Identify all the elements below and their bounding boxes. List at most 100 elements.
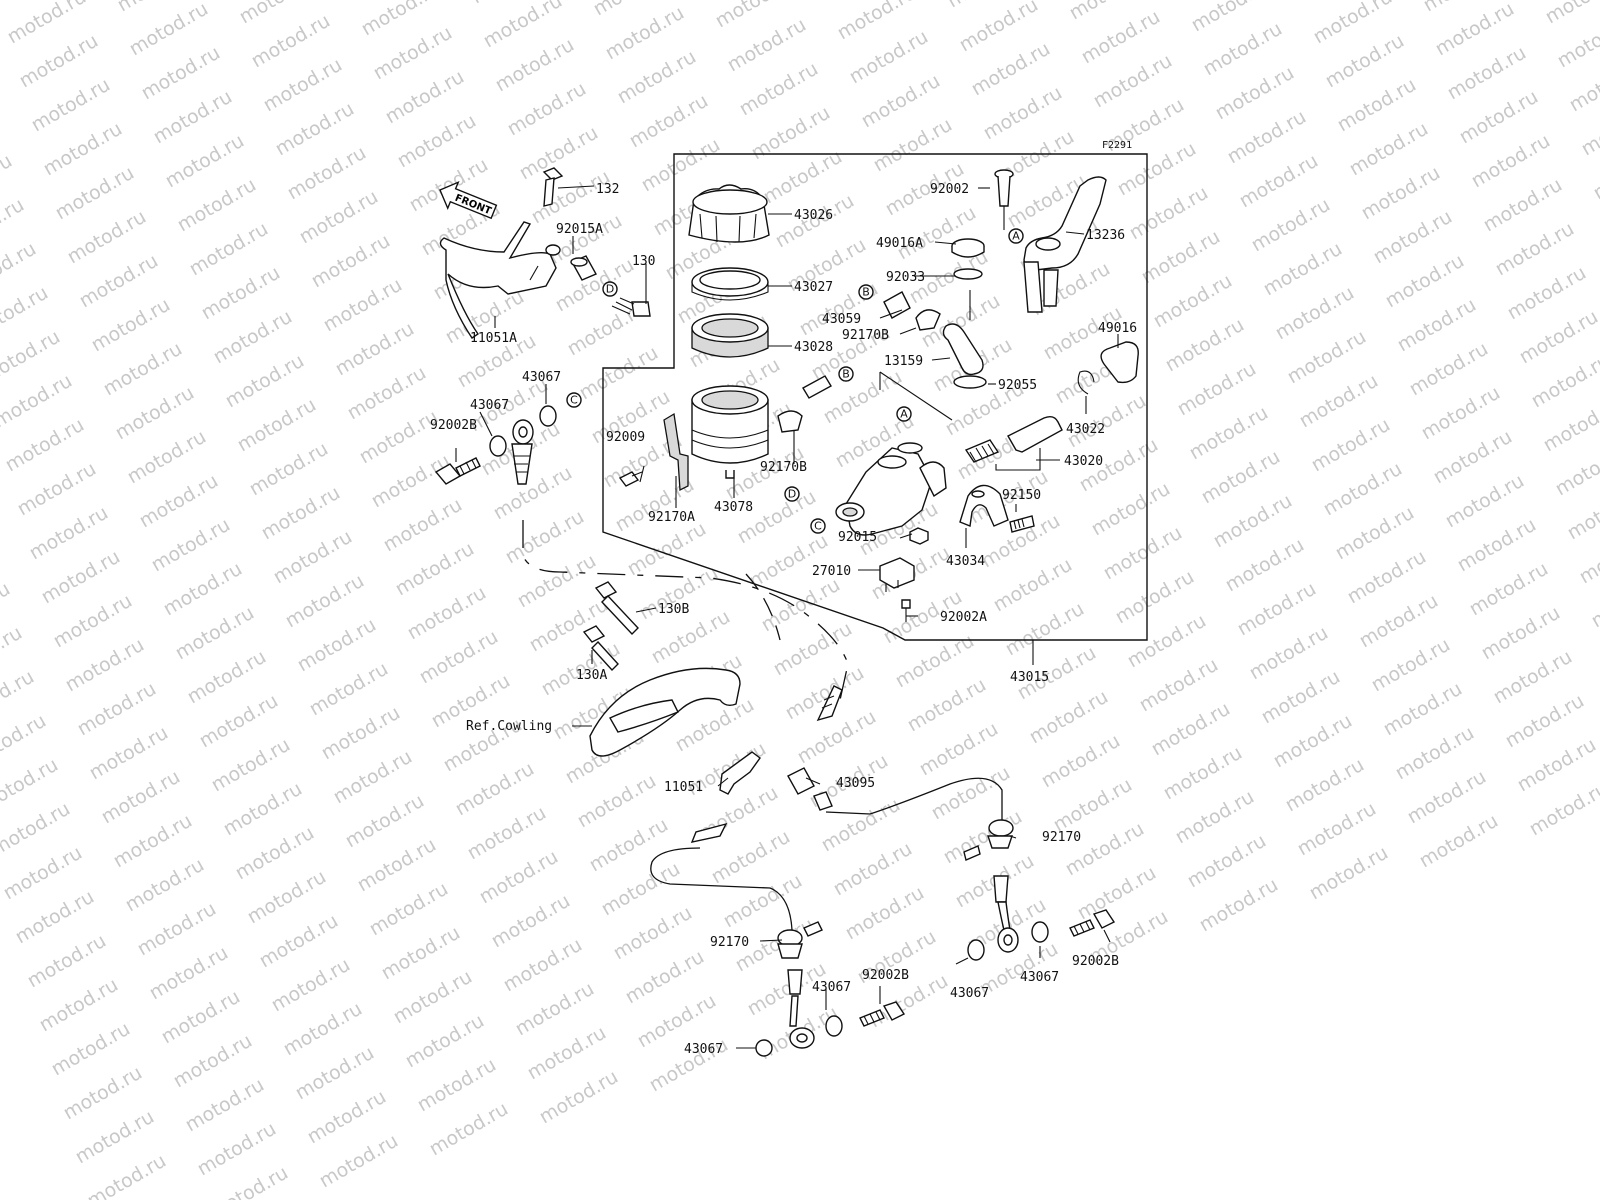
washer-43067-c [825, 1015, 843, 1037]
label-92002A: 92002A [940, 610, 987, 625]
svg-text:D: D [606, 283, 614, 296]
master-cylinder-body [835, 442, 947, 536]
banjo-bolt-bottom-right [1069, 909, 1116, 937]
label-43059: 43059 [822, 312, 861, 327]
lower-left-banjo [777, 921, 823, 1049]
lower-brake-hose-left [650, 847, 793, 931]
washer-43067-b [539, 405, 557, 427]
link-marker-b2: B [838, 366, 854, 382]
pivot-bolt [994, 169, 1014, 207]
link-marker-a2: A [896, 406, 912, 422]
label-92170-left: 92170 [710, 935, 749, 950]
brake-light-switch [879, 557, 915, 592]
hose-guide-bracket [719, 751, 761, 795]
label-92009: 92009 [606, 430, 645, 445]
label-43034: 43034 [946, 554, 985, 569]
link-marker-d2: D [784, 486, 800, 502]
link-marker-c2: C [810, 518, 826, 534]
label-92002B-left: 92002B [430, 418, 477, 433]
label-49016: 49016 [1098, 321, 1137, 336]
label-11051: 11051 [664, 780, 703, 795]
label-43095: 43095 [836, 776, 875, 791]
reservoir-stay-bracket [439, 221, 561, 339]
label-43067-e: 43067 [950, 986, 989, 1001]
nut-92015 [909, 527, 929, 545]
label-92002B-bottom-left: 92002B [862, 968, 909, 983]
assembly-frame [602, 153, 1148, 641]
switch-screw [901, 599, 911, 622]
hose-joint-link [745, 573, 781, 641]
brake-lever [1023, 176, 1107, 313]
washer-43067-f [1031, 921, 1049, 943]
label-43067-f: 43067 [1020, 970, 1059, 985]
collar-92015A [570, 255, 597, 281]
label-92170B-top: 92170B [842, 328, 889, 343]
label-132: 132 [596, 182, 619, 197]
label-43067-d: 43067 [684, 1042, 723, 1057]
dust-boot [1100, 341, 1139, 384]
brake-hose-joint [690, 685, 843, 843]
label-92170B-mid: 92170B [760, 460, 807, 475]
label-13236: 13236 [1086, 228, 1125, 243]
label-92002B-bottom-right: 92002B [1072, 954, 1119, 969]
ref-cowling-note: Ref.Cowling [466, 719, 552, 734]
label-43027: 43027 [794, 280, 833, 295]
svg-text:C: C [814, 520, 822, 533]
dust-boot-cap [951, 238, 985, 258]
label-43020: 43020 [1064, 454, 1103, 469]
label-43022: 43022 [1066, 422, 1105, 437]
elbow-fitting [942, 323, 984, 376]
link-marker-b: B [858, 284, 874, 300]
banjo-bolt-left [434, 457, 481, 485]
label-92055: 92055 [998, 378, 1037, 393]
label-92170A: 92170A [648, 510, 695, 525]
cowling-bracket [589, 667, 741, 757]
lower-right-banjo [963, 819, 1019, 953]
watermark-text: motod.ru [1542, 0, 1600, 28]
snap-ring [1077, 370, 1095, 395]
label-43067-c: 43067 [812, 980, 851, 995]
bolt-130A [582, 625, 619, 672]
svg-text:D: D [788, 488, 796, 501]
label-92015: 92015 [838, 530, 877, 545]
reservoir-tank [691, 385, 769, 479]
link-marker-a: A [1008, 228, 1024, 244]
upper-banjo-fitting [511, 419, 534, 485]
label-92150: 92150 [1002, 488, 1041, 503]
label-27010: 27010 [812, 564, 851, 579]
link-marker-c: C [566, 392, 582, 408]
upper-brake-hose [522, 520, 849, 701]
label-92015A: 92015A [556, 222, 603, 237]
label-43078: 43078 [714, 500, 753, 515]
reservoir-hose [883, 291, 911, 319]
label-43015: 43015 [1010, 670, 1049, 685]
svg-text:B: B [842, 368, 850, 381]
label-43067-a: 43067 [522, 370, 561, 385]
bolt-130 [611, 297, 651, 317]
label-130A: 130A [576, 668, 607, 683]
banjo-bolt-bottom-left [859, 1001, 906, 1027]
reservoir-bracket [663, 412, 689, 492]
bolt-132 [542, 167, 564, 207]
svg-text:B: B [862, 286, 870, 299]
label-130B: 130B [658, 602, 689, 617]
label-92002-top: 92002 [930, 182, 969, 197]
circlip [953, 268, 983, 280]
svg-text:A: A [1012, 230, 1020, 243]
svg-text:C: C [570, 394, 578, 407]
handlebar-clamp [959, 484, 1009, 527]
piston-kit [964, 415, 1063, 463]
bolt-130B [594, 581, 639, 636]
reservoir-hose-b [802, 375, 832, 399]
label-43028: 43028 [794, 340, 833, 355]
washer-43067-d [755, 1039, 773, 1057]
label-13159: 13159 [884, 354, 923, 369]
label-11051A: 11051A [470, 331, 517, 346]
diaphragm-plate [691, 267, 769, 301]
label-43026: 43026 [794, 208, 833, 223]
screw-92009 [618, 471, 643, 487]
link-marker-d: D [602, 281, 618, 297]
label-130: 130 [632, 254, 655, 269]
hose-clamp-mid [777, 410, 803, 433]
